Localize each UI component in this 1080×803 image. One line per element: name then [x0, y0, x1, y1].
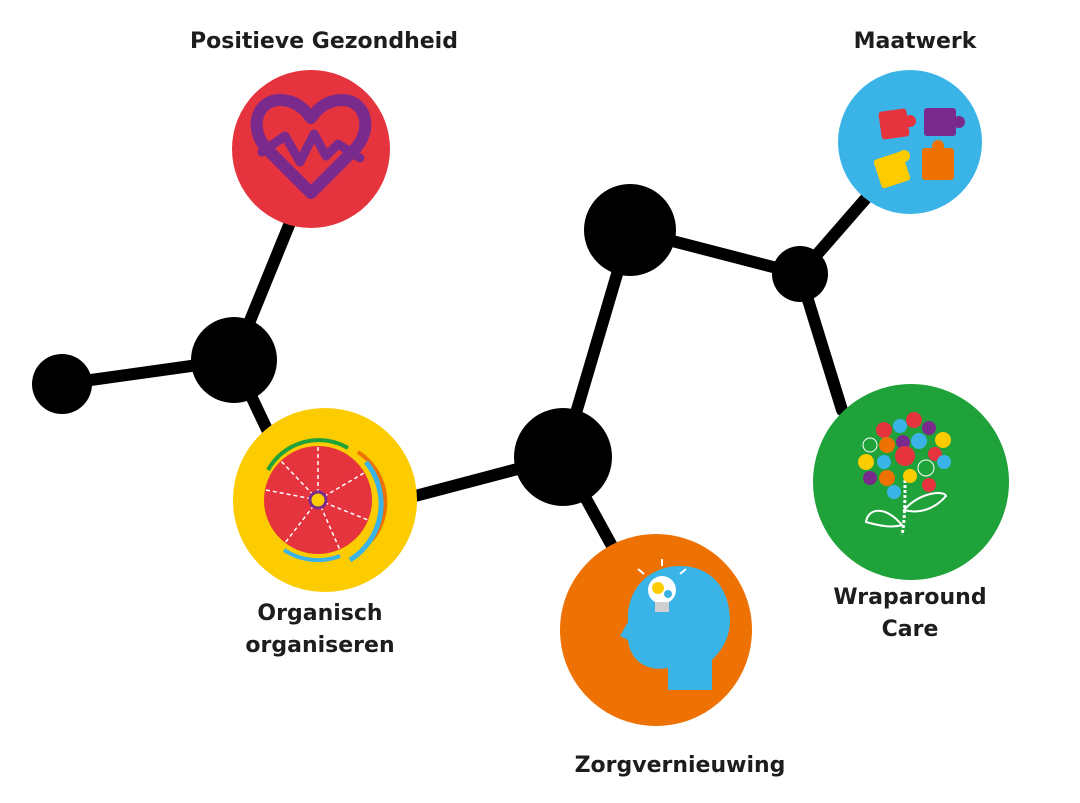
- connectors: [56, 190, 874, 552]
- label-line: Zorgvernieuwing: [574, 753, 786, 778]
- label-line: organiseren: [245, 633, 395, 658]
- label-line: Maatwerk: [853, 29, 977, 54]
- node-circle: [838, 70, 982, 214]
- label-line: Care: [881, 617, 939, 642]
- node-zorgvernieuwing: [560, 534, 752, 726]
- node-positieve-gezondheid: [232, 70, 390, 228]
- connector-node: [32, 354, 92, 414]
- connector-node: [584, 184, 676, 276]
- label-wraparound-care: Wraparound Care: [820, 582, 1000, 646]
- label-maatwerk: Maatwerk: [840, 26, 990, 58]
- heart-pulse-icon: [250, 94, 372, 199]
- node-maatwerk: [838, 70, 982, 214]
- label-positieve-gezondheid: Positieve Gezondheid: [190, 26, 458, 58]
- flower-gears-icon: [858, 412, 951, 536]
- connector-node: [191, 317, 277, 403]
- label-organisch-organiseren: Organisch organiseren: [230, 598, 410, 662]
- label-line: Wraparound: [833, 585, 987, 610]
- circular-diagram-icon: [264, 438, 388, 563]
- label-line: Positieve Gezondheid: [190, 29, 458, 54]
- puzzle-pieces-icon: [873, 108, 965, 189]
- node-organisch-organiseren: [233, 408, 417, 592]
- label-line: Organisch: [257, 601, 383, 626]
- connector-node: [514, 408, 612, 506]
- node-wraparound-care: [813, 384, 1009, 580]
- head-lightbulb-icon: [620, 559, 730, 690]
- connector-node: [772, 246, 828, 302]
- label-zorgvernieuwing: Zorgvernieuwing: [560, 750, 800, 782]
